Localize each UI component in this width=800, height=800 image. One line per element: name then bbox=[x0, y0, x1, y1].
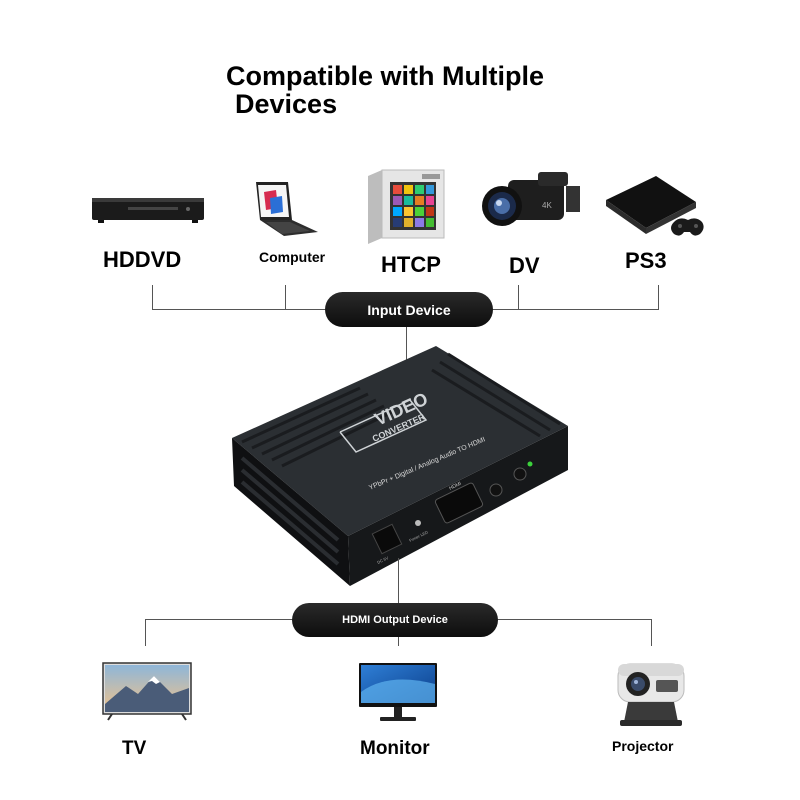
camcorder-icon: 4K bbox=[482, 172, 580, 226]
title-line-1: Compatible with Multiple bbox=[226, 61, 544, 91]
connector-projector bbox=[651, 619, 652, 646]
input-label-ps3: PS3 bbox=[625, 248, 667, 273]
tv-icon bbox=[102, 662, 192, 721]
monitor-icon bbox=[359, 663, 437, 721]
hddvd-player-icon bbox=[92, 198, 204, 223]
input-device-pill: Input Device bbox=[325, 292, 493, 327]
laptop-icon bbox=[256, 182, 318, 236]
hdmi-output-device-pill: HDMI Output Device bbox=[292, 603, 498, 637]
input-label-computer: Computer bbox=[259, 249, 326, 265]
title-line-2: Devices bbox=[235, 89, 338, 119]
projector-icon bbox=[617, 663, 685, 726]
input-label-htcp: HTCP bbox=[381, 252, 441, 277]
output-label-tv: TV bbox=[122, 738, 147, 759]
connector-monitor bbox=[398, 634, 399, 646]
svg-text:4K: 4K bbox=[542, 201, 552, 210]
connector-hddvd bbox=[152, 285, 153, 310]
output-label-monitor: Monitor bbox=[360, 738, 430, 759]
device-hdmi-label: HDMI bbox=[448, 481, 462, 492]
device-power-label: DC 5V bbox=[376, 555, 389, 565]
input-label-hddvd: HDDVD bbox=[103, 247, 182, 272]
connector-tv bbox=[145, 619, 146, 646]
connector-device-to-output bbox=[398, 558, 399, 604]
output-label-projector: Projector bbox=[612, 738, 674, 754]
page-title: Compatible with Multiple Devices bbox=[226, 62, 646, 118]
input-label-dv: DV bbox=[509, 253, 540, 278]
connector-ps3 bbox=[658, 285, 659, 310]
ps3-console-icon bbox=[606, 176, 704, 236]
video-converter-device: VIDEO CONVERTER YPbPr + Digital / Analog… bbox=[232, 346, 568, 586]
connector-dv bbox=[518, 285, 519, 310]
connector-computer bbox=[285, 285, 286, 310]
htpc-icon bbox=[368, 169, 445, 244]
connector-input-to-device bbox=[406, 326, 407, 360]
